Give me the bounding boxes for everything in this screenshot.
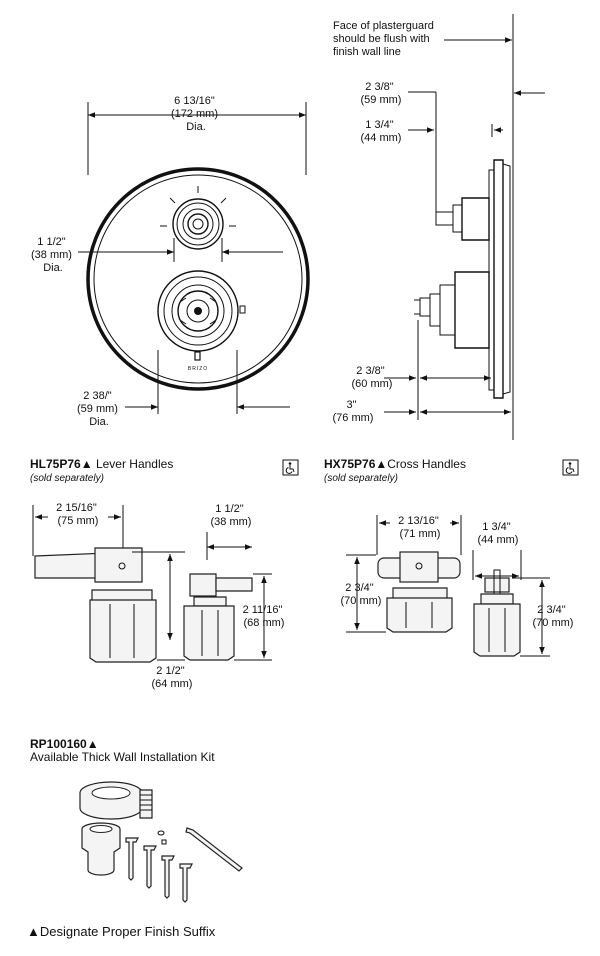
lower-dim-label: 2 38/" (59 mm) Dia. — [77, 390, 121, 428]
cross-dim-h2: 2 3/4" (70 mm) — [533, 604, 574, 629]
cross-dim-h1: 2 3/4" (70 mm) — [341, 582, 382, 607]
trim-front-view: 6 13/16" (172 mm) Dia. — [31, 95, 310, 428]
side-dim-d: 3" (76 mm) — [333, 399, 374, 424]
stem-dim-label: 1 1/2" (38 mm) Dia. — [31, 236, 75, 274]
indicator-mark — [239, 305, 246, 314]
lever-handle-front — [34, 547, 157, 663]
lever-handles-section: HL75P76▲ Lever Handles (sold separately)… — [30, 457, 299, 690]
wheelchair-icon — [562, 459, 579, 476]
cross-note: (sold separately) — [324, 473, 398, 484]
plate-dim-label: 6 13/16" (172 mm) Dia. — [171, 95, 221, 133]
side-dim-c: 2 3/8" (60 mm) — [352, 365, 393, 390]
cross-dim-w: 2 13/16" (71 mm) — [398, 515, 442, 540]
side-dim-b: 1 3/4" (44 mm) — [361, 119, 402, 144]
kit-heading: RP100160▲ — [30, 737, 99, 751]
lever-dim-h: 2 11/16" (68 mm) — [243, 604, 286, 629]
lever-dim-d: 2 1/2" (64 mm) — [152, 665, 193, 690]
kit-illustration — [79, 781, 243, 903]
cross-handle-front — [377, 551, 461, 633]
cross-dim-s: 1 3/4" (44 mm) — [478, 521, 519, 546]
lever-heading: HL75P76▲ Lever Handles — [30, 457, 173, 471]
diverter-knob — [160, 186, 236, 250]
cross-handles-section: HX75P76▲Cross Handles (sold separately) … — [324, 457, 579, 657]
lever-note: (sold separately) — [30, 473, 104, 484]
install-kit-section: RP100160▲ Available Thick Wall Installat… — [30, 737, 243, 903]
logo-mark — [194, 351, 201, 361]
kit-title: Available Thick Wall Installation Kit — [30, 750, 215, 764]
plasterguard-note: Face of plasterguard should be flush wit… — [333, 20, 437, 58]
lever-dim-w: 2 15/16" (75 mm) — [56, 502, 100, 527]
side-view: Face of plasterguard should be flush wit… — [333, 14, 545, 440]
valve-knob — [157, 270, 239, 352]
escutcheon-profile — [493, 159, 504, 399]
cross-handle-side — [473, 569, 521, 657]
lever-handle-side — [183, 573, 253, 661]
cross-heading: HX75P76▲Cross Handles — [324, 457, 466, 471]
escutcheon-plate — [86, 167, 310, 391]
lever-dim-s: 1 1/2" (38 mm) — [211, 503, 252, 528]
finish-suffix-note: ▲Designate Proper Finish Suffix — [27, 924, 216, 939]
brand-label: BRIZO — [188, 366, 208, 372]
wheelchair-icon — [282, 459, 299, 476]
side-dim-a: 2 3/8" (59 mm) — [361, 81, 402, 106]
